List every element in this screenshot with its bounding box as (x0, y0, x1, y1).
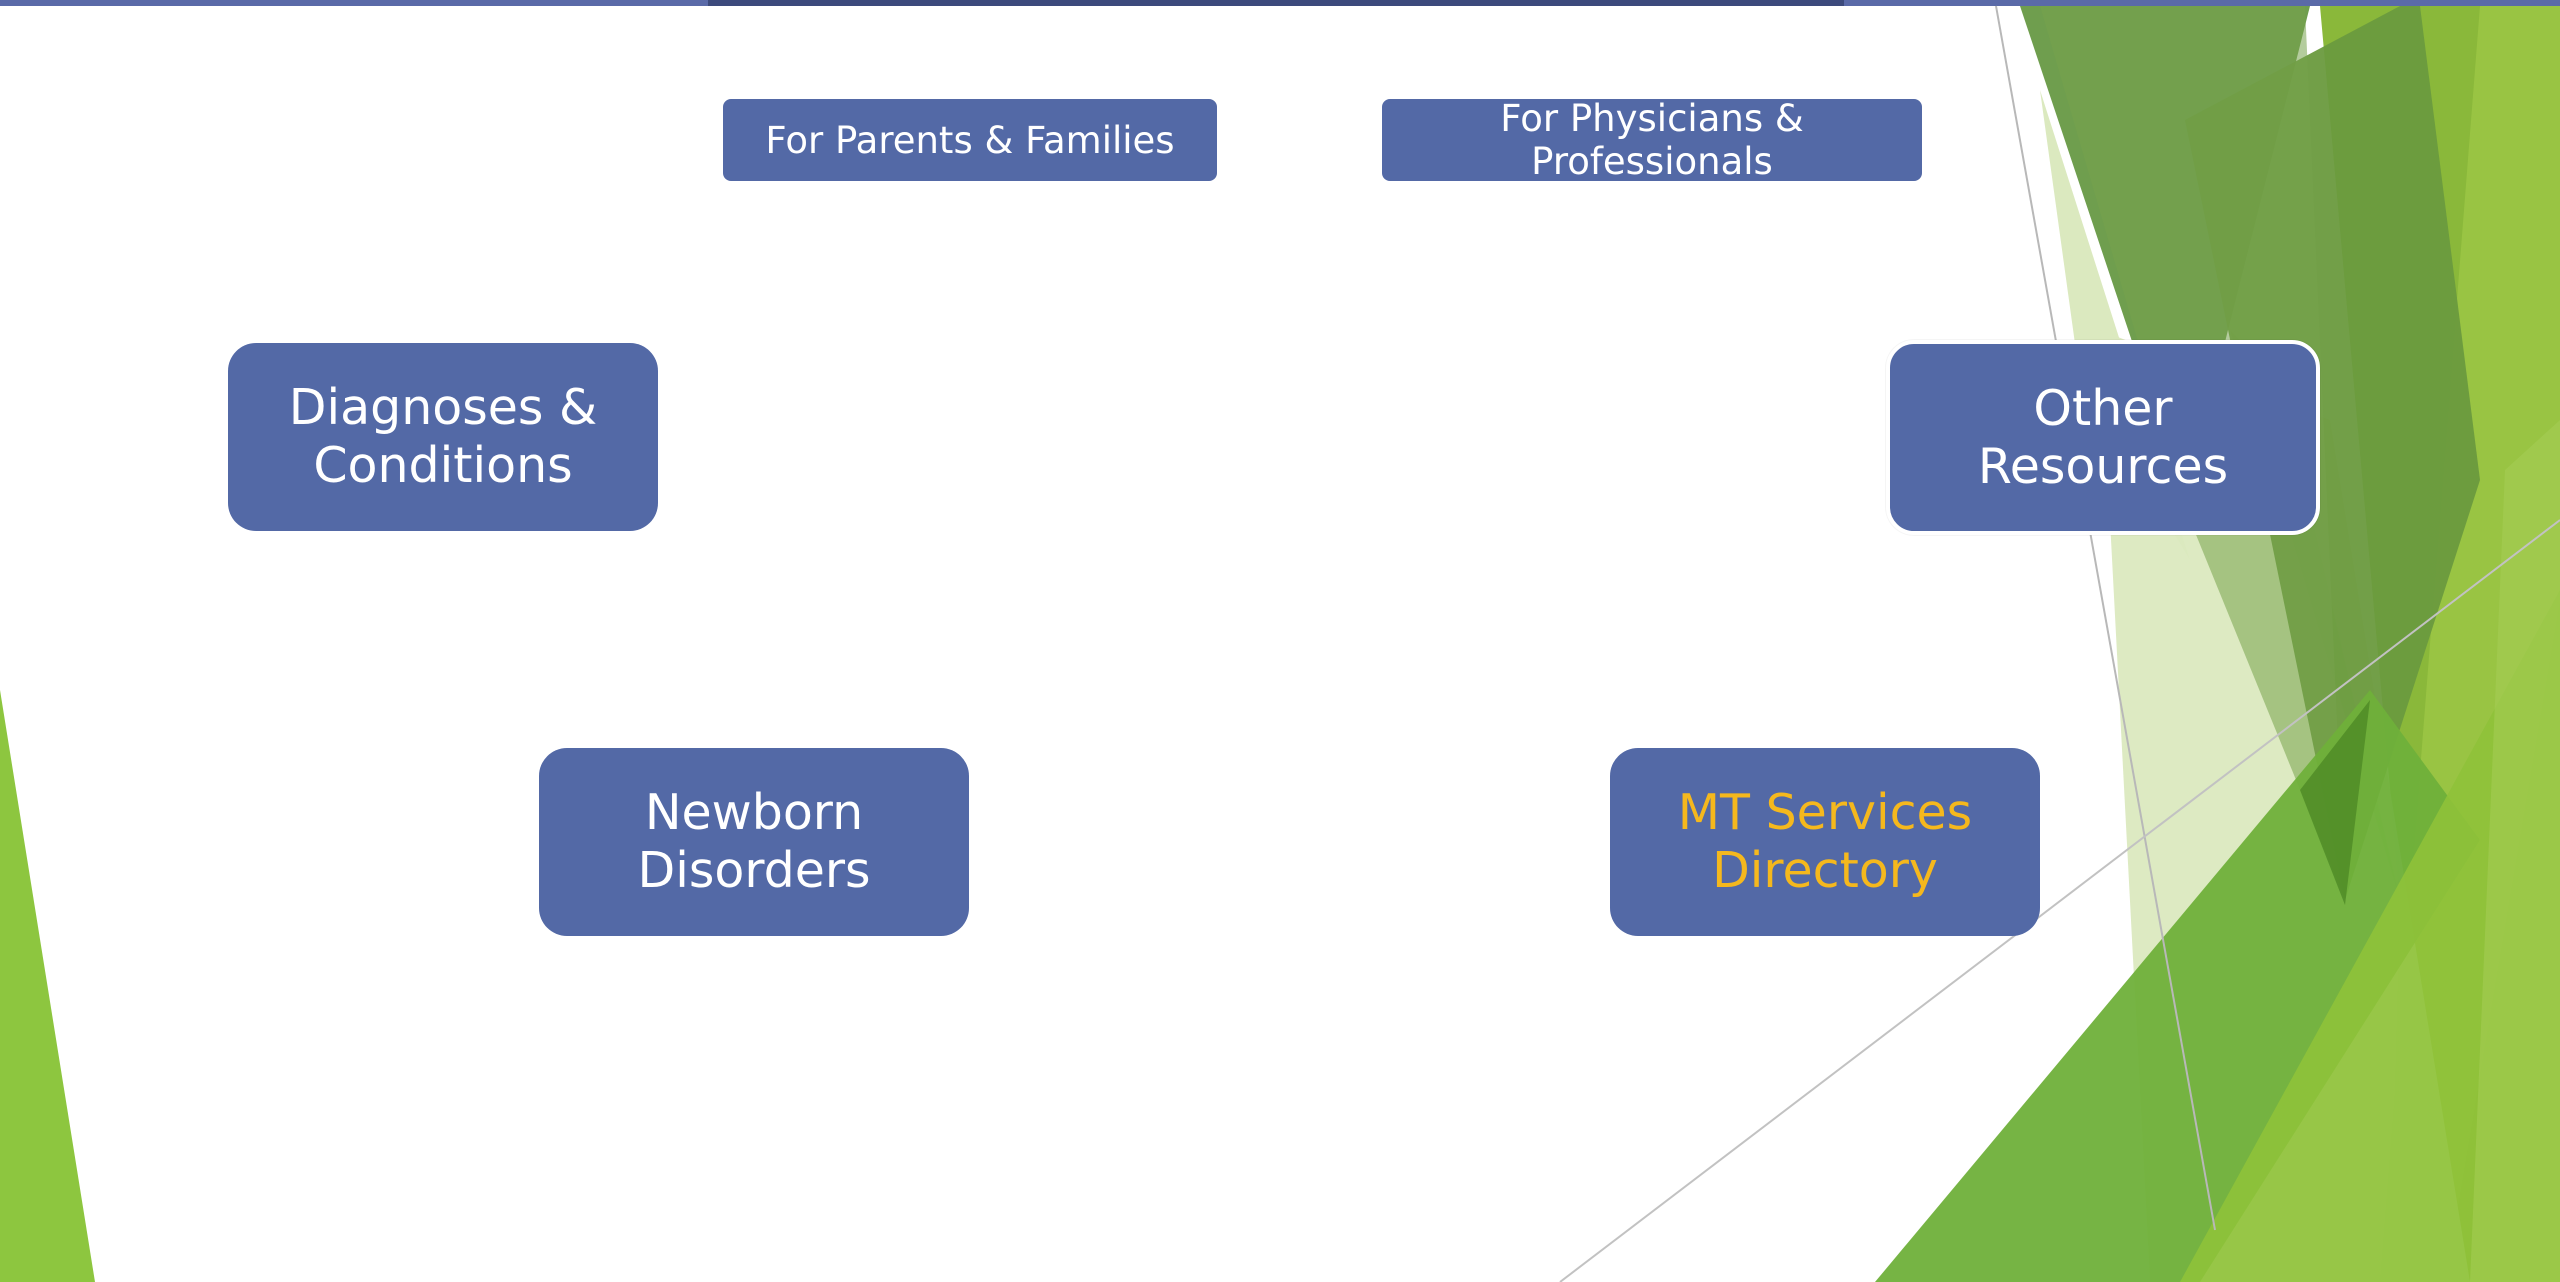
mt-services-directory-label: MT Services Directory (1677, 784, 1973, 899)
other-resources-button[interactable]: Other Resources (1886, 340, 2320, 535)
diagnoses-conditions-button[interactable]: Diagnoses & Conditions (228, 343, 658, 531)
gray-diagonal-line (1995, 5, 2216, 1231)
other-resources-label: Other Resources (1977, 379, 2229, 495)
pale-lime-strip (2470, 420, 2560, 1282)
parents-families-label: For Parents & Families (765, 118, 1175, 162)
physicians-professionals-label: For Physicians & Professionals (1500, 97, 1804, 183)
physicians-professionals-button[interactable]: For Physicians & Professionals (1382, 97, 1922, 183)
top-accent-bar-dark (708, 0, 1844, 6)
diagnoses-conditions-label: Diagnoses & Conditions (288, 379, 598, 494)
deep-green-accent (2300, 700, 2370, 905)
newborn-disorders-label: Newborn Disorders (637, 784, 871, 899)
lime-green-corner-shape (2180, 590, 2560, 1282)
mt-services-directory-button[interactable]: MT Services Directory (1610, 748, 2040, 936)
left-green-sliver (0, 690, 95, 1282)
gray-crossing-line (1559, 519, 2560, 1282)
newborn-disorders-button[interactable]: Newborn Disorders (539, 748, 969, 936)
parents-families-button[interactable]: For Parents & Families (723, 99, 1217, 181)
